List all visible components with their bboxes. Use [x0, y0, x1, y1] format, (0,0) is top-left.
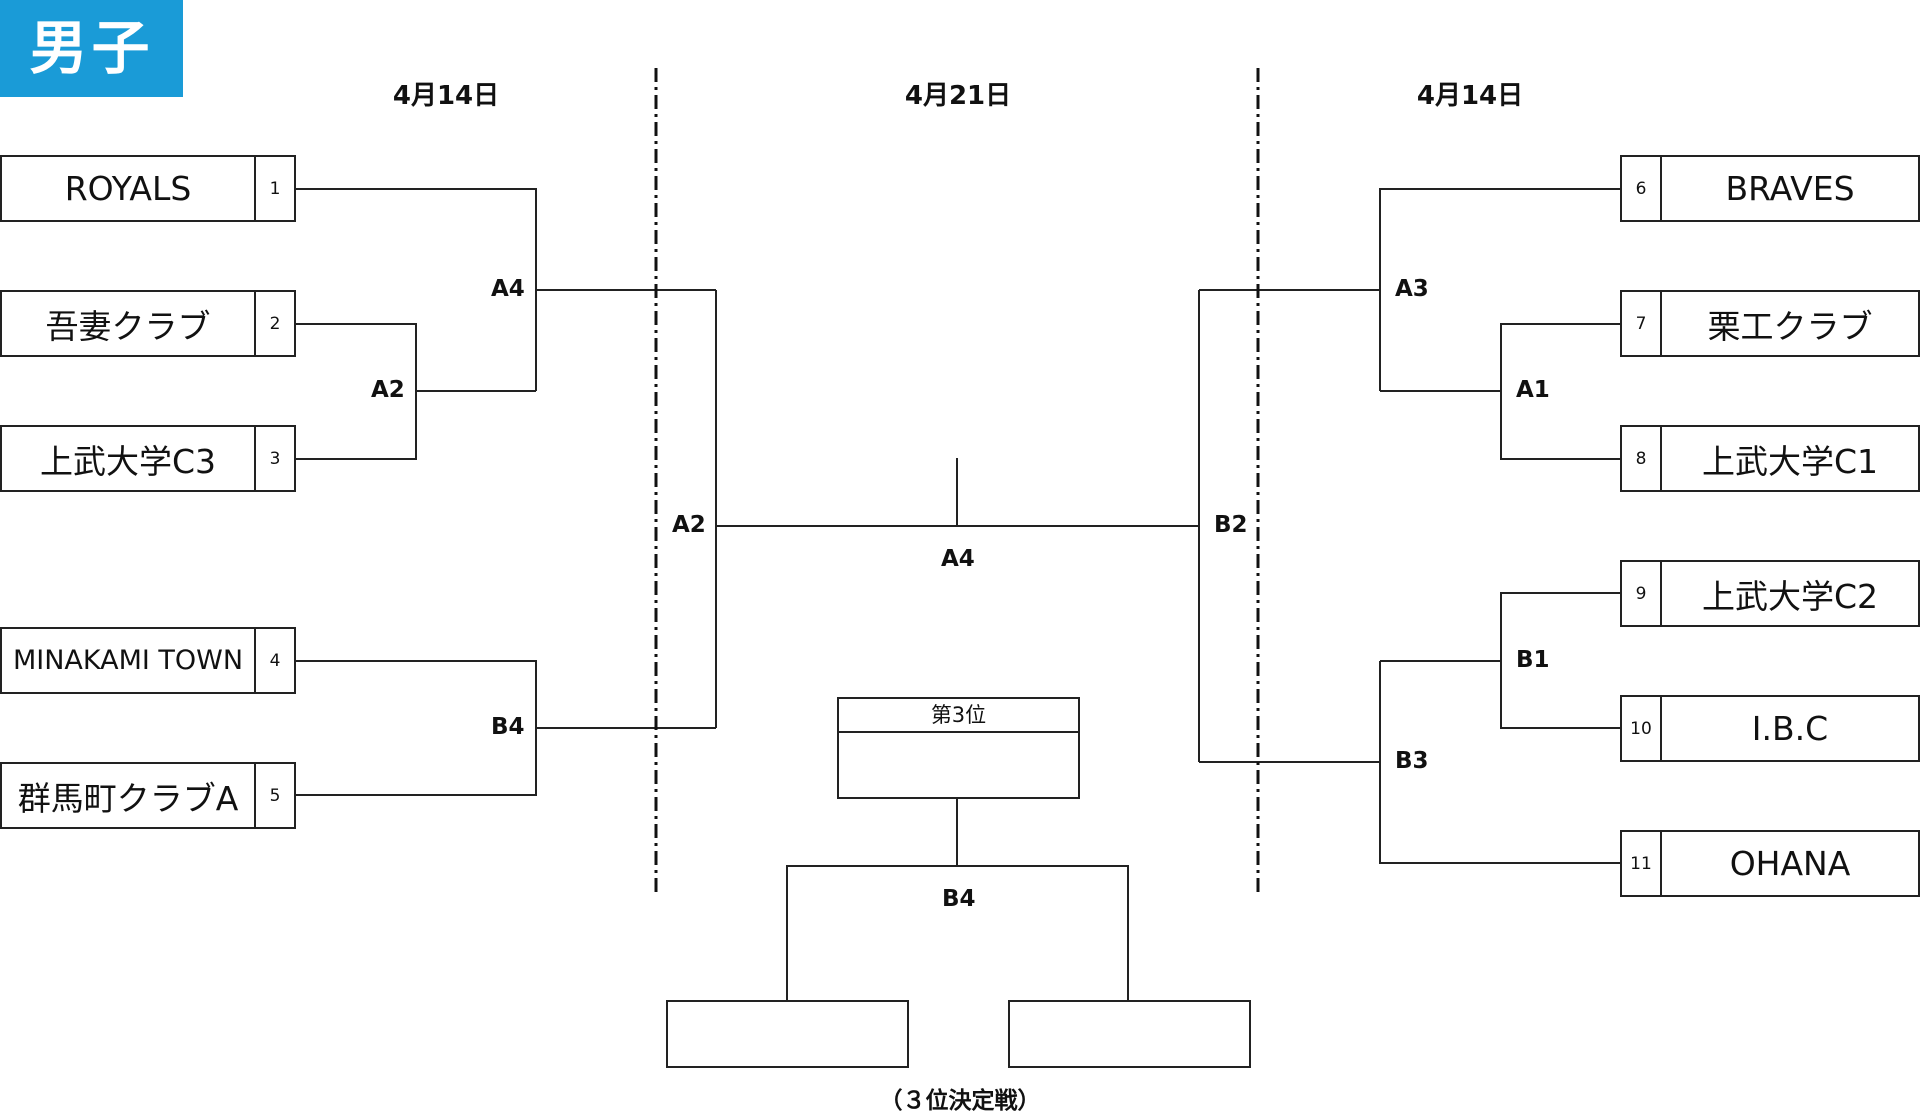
team-seed: 8 — [1622, 427, 1662, 490]
team-seed: 7 — [1622, 292, 1662, 355]
third-place-caption: （３位決定戦） — [879, 1088, 1041, 1114]
match-label-right-a3: A3 — [1395, 276, 1429, 302]
third-place-title: 第3位 — [839, 699, 1078, 733]
match-label-semi-right: B2 — [1214, 512, 1248, 538]
date-center: 4月21日 — [904, 81, 1012, 111]
team-seed: 10 — [1622, 697, 1662, 760]
match-label-semi-left: A2 — [672, 512, 706, 538]
team-box-8: 8 上武大学C1 — [1620, 425, 1920, 492]
team-name: BRAVES — [1725, 169, 1855, 208]
bracket-line-right-a3 — [1379, 188, 1621, 391]
team-seed: 4 — [254, 629, 294, 692]
team-seed: 5 — [254, 764, 294, 827]
bracket-line-third-place — [786, 865, 1129, 1000]
bracket-line-left-a4 — [295, 188, 537, 391]
team-box-10: 10 I.B.C — [1620, 695, 1920, 762]
team-seed: 3 — [254, 427, 294, 490]
date-right: 4月14日 — [1416, 81, 1524, 111]
team-box-6: 6 BRAVES — [1620, 155, 1920, 222]
match-label-third-place: B4 — [942, 886, 976, 912]
division-badge: 男子 — [0, 0, 183, 97]
team-box-2: 吾妻クラブ 2 — [0, 290, 296, 357]
match-label-right-a1: A1 — [1516, 377, 1550, 403]
match-label-left-b4: B4 — [491, 714, 525, 740]
team-box-3: 上武大学C3 3 — [0, 425, 296, 492]
team-seed: 11 — [1622, 832, 1662, 895]
team-name: 上武大学C1 — [1701, 441, 1879, 481]
team-box-9: 9 上武大学C2 — [1620, 560, 1920, 627]
team-box-4: MINAKAMI TOWN 4 — [0, 627, 296, 694]
third-place-slot-right — [1008, 1000, 1251, 1068]
team-name: 上武大学C3 — [39, 441, 217, 481]
team-name: OHANA — [1729, 844, 1851, 883]
team-name: 上武大学C2 — [1701, 576, 1879, 616]
team-seed: 2 — [254, 292, 294, 355]
match-label-left-a4: A4 — [491, 276, 525, 302]
team-seed: 6 — [1622, 157, 1662, 220]
team-box-7: 7 栗工クラブ — [1620, 290, 1920, 357]
match-label-final: A4 — [941, 546, 975, 572]
third-place-box: 第3位 — [837, 697, 1080, 799]
match-label-left-a2: A2 — [371, 377, 405, 403]
match-label-right-b1: B1 — [1516, 647, 1550, 673]
team-seed: 9 — [1622, 562, 1662, 625]
team-name: MINAKAMI TOWN — [12, 645, 244, 676]
team-name: 吾妻クラブ — [45, 306, 211, 346]
date-left: 4月14日 — [392, 81, 500, 111]
team-box-1: ROYALS 1 — [0, 155, 296, 222]
team-box-11: 11 OHANA — [1620, 830, 1920, 897]
match-label-right-b3: B3 — [1395, 748, 1429, 774]
team-name: ROYALS — [64, 169, 192, 208]
team-name: 群馬町クラブA — [17, 778, 239, 818]
team-name: I.B.C — [1751, 709, 1829, 748]
bracket-line-right-b3 — [1379, 661, 1621, 864]
team-box-5: 群馬町クラブA 5 — [0, 762, 296, 829]
team-name: 栗工クラブ — [1707, 306, 1873, 346]
bracket-line-right-a1 — [1500, 323, 1621, 460]
team-seed: 1 — [254, 157, 294, 220]
third-place-slot-left — [666, 1000, 909, 1068]
